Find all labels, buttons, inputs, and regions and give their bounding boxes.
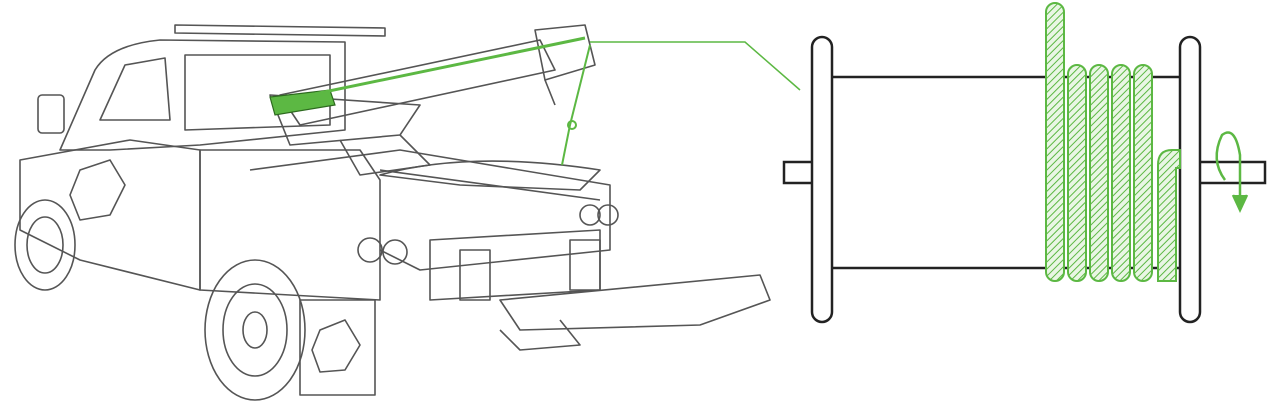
left-flange bbox=[810, 35, 834, 324]
boom-cable-highlight bbox=[269, 36, 591, 166]
winch-cable-coils bbox=[1045, 2, 1181, 282]
winch-drum-diagram bbox=[782, 35, 1267, 324]
right-flange bbox=[1178, 35, 1202, 324]
right-axle bbox=[1196, 160, 1267, 185]
left-axle bbox=[782, 160, 816, 185]
tow-truck-illustration bbox=[14, 24, 771, 401]
callout-leader-line bbox=[590, 41, 801, 91]
rotation-arrow-icon bbox=[1215, 131, 1249, 213]
